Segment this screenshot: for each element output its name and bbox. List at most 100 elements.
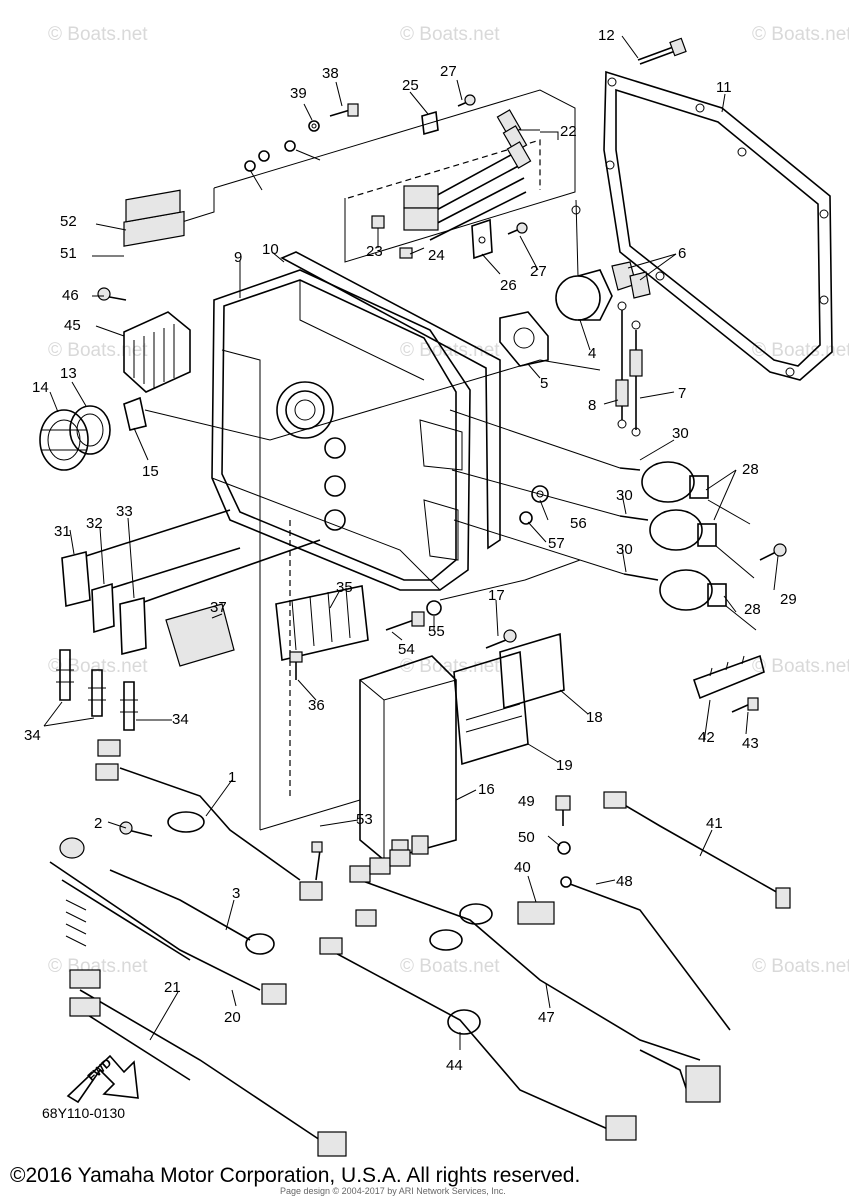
watermark-text: © Boats.net [400, 656, 500, 677]
part-3-lead [59, 837, 275, 955]
part-38-bolt [329, 103, 359, 117]
callout-13: 13 [60, 365, 77, 382]
part-11-cover-gasket [603, 70, 833, 381]
part-47-harness [349, 849, 701, 1061]
callout-34: 34 [24, 727, 41, 744]
part-40-connector [517, 901, 555, 925]
callout-27: 27 [440, 63, 457, 80]
watermark-text: © Boats.net [752, 656, 849, 677]
part-33-plug-cap [119, 539, 321, 656]
watermarks: © Boats.net © Boats.net © Boats.net © Bo… [48, 24, 849, 977]
callout-50: 50 [518, 829, 535, 846]
part-8-fuse [615, 301, 629, 429]
callout-11: 11 [716, 79, 732, 96]
callout-32: 32 [86, 515, 103, 532]
part-6-terminal-boot [611, 261, 651, 299]
part-39-washer [308, 120, 320, 132]
callout-27b: 27 [530, 263, 547, 280]
copyright-notice: ©2016 Yamaha Motor Corporation, U.S.A. A… [10, 1164, 580, 1187]
callout-29: 29 [780, 591, 797, 608]
callout-8: 8 [588, 397, 596, 414]
part-21-main-harness [69, 969, 347, 1157]
part-32-plug-cap [91, 547, 241, 634]
part-29-screw [759, 543, 787, 561]
page-design-notice: Page design © 2004-2017 by ARI Network S… [280, 1186, 506, 1196]
callout-10: 10 [262, 241, 279, 258]
part-35-holder [275, 585, 369, 661]
callout-24: 24 [428, 247, 445, 264]
part-45-rectifier-regulator [123, 311, 191, 393]
callout-2: 2 [94, 815, 102, 832]
watermark-text: © Boats.net [400, 956, 500, 977]
part-12-bolt [637, 37, 687, 65]
callout-45: 45 [64, 317, 81, 334]
callout-51: 51 [60, 245, 77, 262]
callout-35: 35 [336, 579, 353, 596]
part-2-screw [119, 821, 153, 837]
callout-30: 30 [672, 425, 689, 442]
callout-33: 33 [116, 503, 133, 520]
part-37-terminal-strip [165, 603, 235, 667]
callout-1: 1 [228, 769, 236, 786]
assembly-guide-lines [144, 89, 601, 831]
callout-54: 54 [398, 641, 415, 658]
callout-34b: 34 [172, 711, 189, 728]
part-49-bolt [555, 795, 571, 826]
callout-57: 57 [548, 535, 565, 552]
part-53-cable-tie [311, 841, 323, 881]
callout-22: 22 [560, 123, 577, 140]
part-57-washer [519, 511, 533, 525]
callout-17: 17 [488, 587, 505, 604]
part-42-bracket [692, 654, 765, 700]
part-4-starter-relay [555, 199, 613, 321]
fwd-arrow: FWD [66, 1054, 139, 1104]
callout-41: 41 [706, 815, 723, 832]
part-55-washer [426, 600, 442, 616]
callout-18: 18 [586, 709, 603, 726]
part-23-connector [371, 215, 385, 229]
callout-15: 15 [142, 463, 159, 480]
callout-30c: 30 [616, 541, 633, 558]
part-25-clamp [421, 110, 439, 136]
part-31-plug-cap [61, 509, 231, 608]
callout-53: 53 [356, 811, 373, 828]
callout-40: 40 [514, 859, 531, 876]
callout-21: 21 [164, 979, 181, 996]
part-43-bolt [731, 697, 759, 713]
part-44-harness [319, 937, 721, 1141]
watermark-text: © Boats.net [752, 24, 849, 45]
callout-43: 43 [742, 735, 759, 752]
callout-56: 56 [570, 515, 587, 532]
callout-47: 47 [538, 1009, 555, 1026]
part-28-ignition-coils [641, 461, 757, 631]
part-18-bracket [499, 632, 565, 710]
callout-14: 14 [32, 379, 49, 396]
part-34-spark-plugs [56, 649, 138, 731]
watermark-text: © Boats.net [48, 656, 148, 677]
callout-37: 37 [210, 599, 227, 616]
part-17-screw [485, 629, 517, 649]
callout-6: 6 [678, 245, 686, 262]
callout-28b: 28 [744, 601, 761, 618]
callout-19: 19 [556, 757, 573, 774]
callout-16: 16 [478, 781, 495, 798]
part-14-cap [39, 409, 89, 471]
watermark-text: © Boats.net [48, 24, 148, 45]
callout-52: 52 [60, 213, 77, 230]
callout-25: 25 [402, 77, 419, 94]
part-10-box-gasket [280, 251, 501, 550]
watermark-text: © Boats.net [48, 340, 148, 361]
part-15-clip [123, 396, 147, 431]
callout-39: 39 [290, 85, 307, 102]
part-5-relay-holder [499, 311, 549, 367]
watermark-text: © Boats.net [400, 24, 500, 45]
callout-12: 12 [598, 27, 615, 44]
callout-36: 36 [308, 697, 325, 714]
callout-30b: 30 [616, 487, 633, 504]
watermark-text: © Boats.net [752, 340, 849, 361]
part-46-bolt [97, 287, 127, 301]
part-48-lead [560, 876, 731, 1031]
callout-49: 49 [518, 793, 535, 810]
diagram-code: 68Y110-0130 [42, 1105, 125, 1121]
